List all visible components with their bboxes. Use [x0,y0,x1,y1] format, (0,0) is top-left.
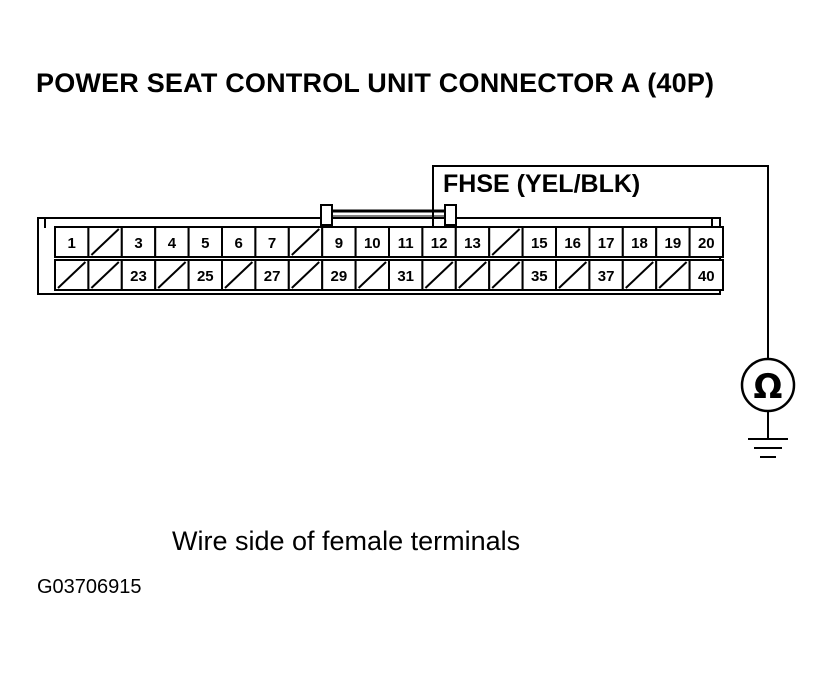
terminal-cell: 11 [388,226,424,258]
terminal-cell: 25 [187,259,224,291]
terminal-cell [87,226,123,258]
empty-terminal-slash [658,261,688,289]
empty-terminal-slash [90,228,120,256]
terminal-cell: 1 [54,226,90,258]
terminal-number: 19 [665,235,682,252]
terminal-number: 5 [201,235,209,252]
terminal-cell [655,259,691,291]
empty-terminal-slash [291,261,320,289]
terminal-cell [488,226,524,258]
terminal-number: 40 [698,268,715,285]
terminal-cell: 9 [321,226,357,258]
terminal-cell [287,259,324,291]
svg-text:Ω: Ω [754,367,783,407]
terminal-cell: 10 [354,226,391,258]
terminal-cell [621,259,658,291]
terminal-number: 6 [235,235,243,252]
terminal-number: 13 [464,235,481,252]
terminal-cell: 12 [421,226,457,258]
empty-terminal-slash [157,261,187,289]
terminal-cell [154,259,190,291]
terminal-number: 1 [68,235,76,252]
terminal-cell: 7 [254,226,290,258]
terminal-cell: 6 [221,226,257,258]
terminal-cell: 18 [621,226,658,258]
ohmmeter-icon: Ω [740,357,796,413]
terminal-cell: 40 [688,259,724,291]
terminal-cell: 31 [388,259,424,291]
terminal-cell [421,259,457,291]
empty-terminal-slash [224,261,254,289]
empty-terminal-slash [424,261,454,289]
terminal-cell: 16 [555,226,591,258]
terminal-number: 7 [268,235,276,252]
terminal-number: 35 [531,268,548,285]
terminal-cell: 23 [120,259,157,291]
terminal-cell: 27 [254,259,290,291]
terminal-number: 18 [631,235,648,252]
terminal-cell [555,259,591,291]
terminal-cell [221,259,257,291]
empty-terminal-slash [90,261,120,289]
diagram-caption: Wire side of female terminals [172,526,521,556]
terminal-cell: 37 [588,259,624,291]
terminal-cell: 13 [454,226,491,258]
empty-terminal-slash [625,261,654,289]
empty-terminal-slash [491,228,521,256]
terminal-cell: 3 [120,226,157,258]
lock-tab-left [320,204,333,226]
empty-terminal-slash [57,261,87,289]
wire-label: FHSE (YEL/BLK) [443,170,641,198]
lock-tab-right [444,204,457,226]
terminal-cell: 5 [187,226,224,258]
empty-terminal-slash [458,261,487,289]
terminal-cell [454,259,491,291]
figure-code: G03706915 [37,576,142,598]
terminal-cell: 20 [688,226,724,258]
terminal-number: 20 [698,235,715,252]
meter-lead [432,165,769,362]
terminal-number: 27 [264,268,281,285]
terminal-number: 25 [197,268,214,285]
terminal-number: 31 [397,268,414,285]
terminal-cell: 29 [321,259,357,291]
terminal-cell: 15 [521,226,557,258]
terminal-row-lower: 23 25 27 29 31 35 37 40 [54,259,724,291]
terminal-cell: 4 [154,226,190,258]
empty-terminal-slash [558,261,588,289]
terminal-cell [488,259,524,291]
terminal-number: 17 [598,235,615,252]
ground-icon [748,411,788,458]
empty-terminal-slash [491,261,521,289]
terminal-number: 3 [134,235,142,252]
terminal-cell [54,259,90,291]
terminal-cell: 35 [521,259,557,291]
terminal-number: 15 [531,235,548,252]
terminal-cell: 17 [588,226,624,258]
terminal-number: 29 [331,268,348,285]
terminal-cell [87,259,123,291]
terminal-cell [354,259,391,291]
terminal-number: 37 [598,268,615,285]
empty-terminal-slash [291,228,320,256]
terminal-number: 23 [130,268,147,285]
terminal-number: 4 [168,235,177,252]
empty-terminal-slash [357,261,387,289]
terminal-number: 9 [335,235,343,252]
terminal-cell [287,226,324,258]
terminal-number: 16 [564,235,581,252]
terminal-cell: 19 [655,226,691,258]
terminal-number: 10 [364,235,381,252]
terminal-number: 11 [398,235,414,252]
terminal-number: 12 [431,235,448,252]
diagram-title: POWER SEAT CONTROL UNIT CONNECTOR A (40P… [36,68,715,98]
